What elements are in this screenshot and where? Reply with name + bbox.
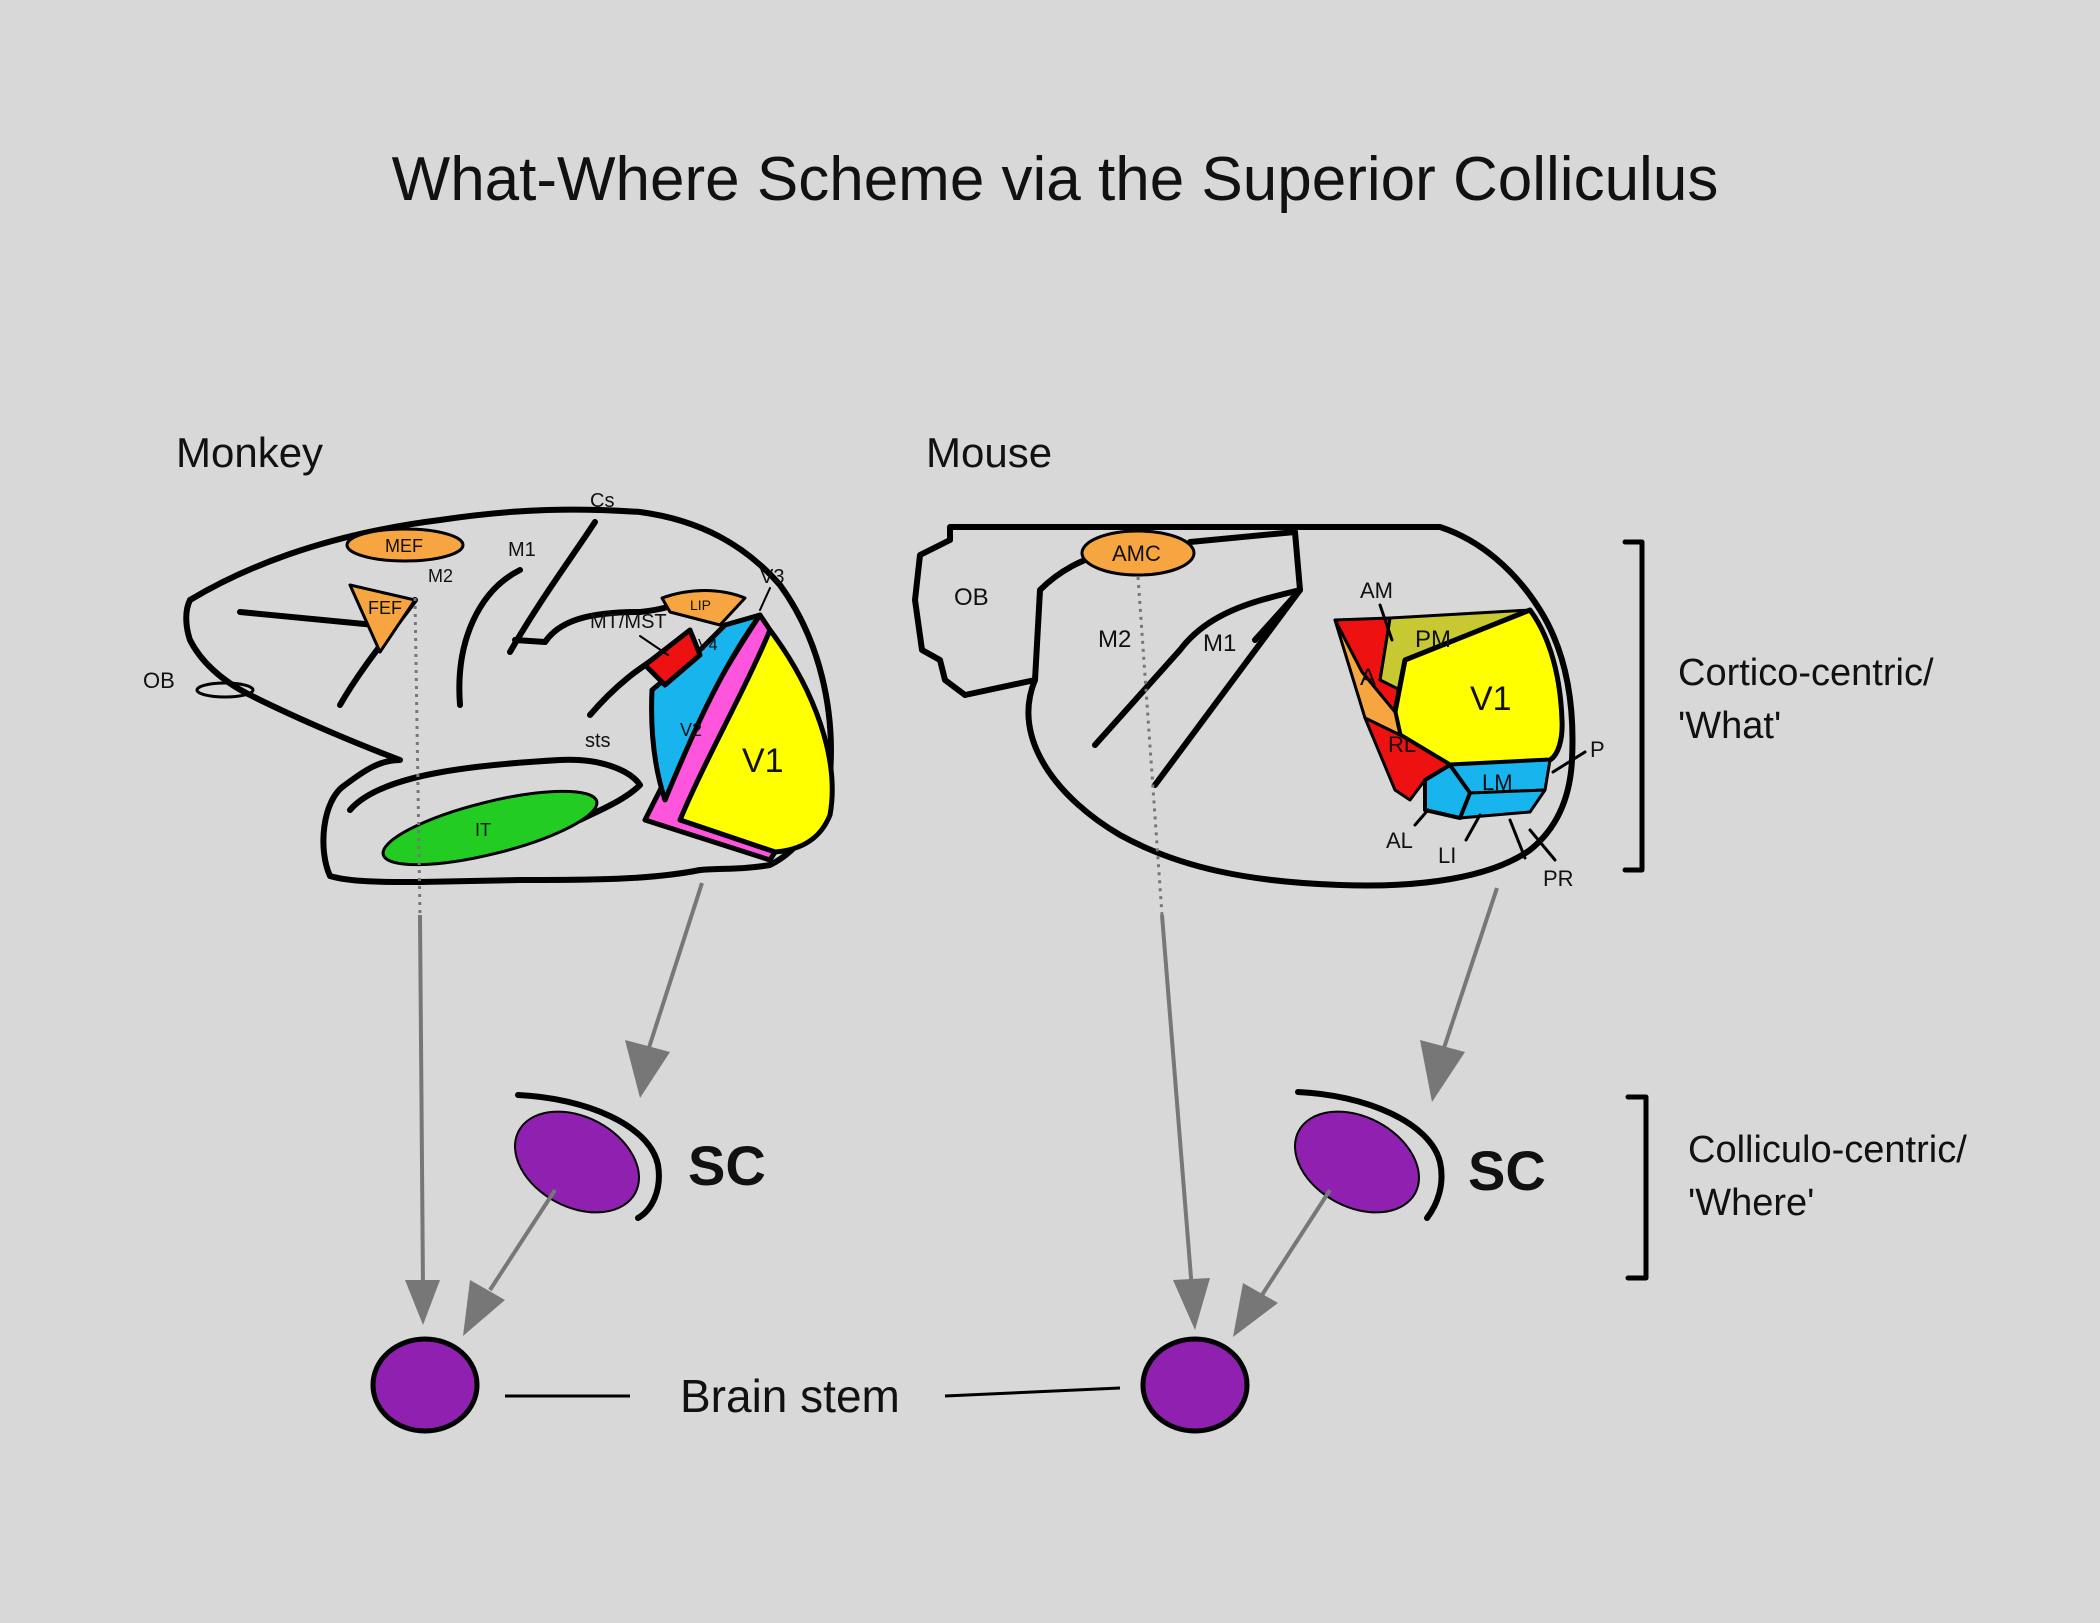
mouse-area-rl: RL	[1388, 732, 1416, 757]
monkey-sc-body	[514, 1110, 640, 1214]
monkey-lip-region	[660, 589, 747, 627]
mouse-brainstem	[1140, 1336, 1250, 1434]
cortico-label-line2: 'What'	[1678, 705, 1781, 747]
monkey-mt-region	[642, 627, 703, 688]
brainstem-label: Brain stem	[680, 1370, 900, 1422]
mouse-area-lm: LM	[1482, 770, 1513, 795]
mouse-area-li: LI	[1438, 843, 1456, 868]
monkey-it-region	[381, 789, 599, 867]
mouse-area-pm: PM	[1415, 626, 1451, 653]
monkey-mef-region	[345, 527, 465, 563]
monkey-area-v3: V3	[760, 566, 784, 588]
monkey-sc-outer	[515, 1092, 662, 1221]
mouse-al-region	[1423, 763, 1472, 820]
mouse-a-region	[1333, 618, 1402, 737]
mouse-sc-body	[1294, 1110, 1420, 1214]
monkey-area-sts: sts	[585, 730, 611, 752]
monkey-label: Monkey	[176, 429, 323, 476]
monkey-area-v4: V4	[698, 637, 718, 654]
monkey-area-mt-mst: MT/MST	[590, 611, 667, 633]
colliculo-label-line1: Colliculo-centric/	[1688, 1129, 1967, 1171]
mouse-area-v1: V1	[1470, 680, 1512, 718]
monkey-area-cs: Cs	[590, 490, 614, 512]
diagram-title: What-Where Scheme via the Superior Colli…	[392, 145, 1719, 214]
mouse-area-p: P	[1590, 737, 1605, 762]
mouse-sc-outer	[1295, 1089, 1445, 1221]
mouse-area-a: A	[1360, 664, 1376, 691]
monkey-ob-shape	[195, 681, 255, 699]
monkey-area-ob: OB	[143, 668, 175, 693]
monkey-brain	[183, 506, 835, 885]
mouse-area-am: AM	[1360, 578, 1393, 603]
colliculo-bracket	[1625, 1094, 1649, 1281]
monkey-area-m2: M2	[428, 566, 453, 586]
mouse-area-ob: OB	[954, 584, 989, 611]
mouse-amc-region	[1080, 529, 1196, 577]
monkey-area-m1: M1	[508, 539, 536, 561]
mouse-arrowhead-sc	[1420, 1040, 1465, 1102]
monkey-brainstem	[370, 1336, 480, 1434]
colliculo-label-line2: 'Where'	[1688, 1182, 1814, 1224]
monkey-arrowhead-sc-stem	[463, 1280, 505, 1336]
monkey-v4-region	[649, 612, 763, 803]
cortico-bracket	[1622, 539, 1645, 873]
mouse-brain-outline	[912, 524, 1576, 889]
monkey-area-fef: FEF	[368, 598, 402, 618]
mouse-arrowhead-stem	[1173, 1278, 1210, 1330]
monkey-arrowhead-stem	[405, 1280, 440, 1325]
monkey-area-mef: MEF	[385, 536, 423, 556]
monkey-brain-outline	[183, 506, 834, 885]
mouse-label: Mouse	[926, 429, 1052, 476]
cortico-label-line1: Cortico-centric/	[1678, 652, 1934, 694]
mouse-area-m2: M2	[1098, 626, 1131, 653]
monkey-sc-label: SC	[688, 1134, 766, 1197]
monkey-area-lip: LIP	[690, 597, 711, 613]
mouse-sc-label: SC	[1468, 1139, 1546, 1202]
mouse-area-al: AL	[1386, 828, 1413, 853]
monkey-fef-region	[348, 583, 417, 654]
mouse-area-pr: PR	[1543, 866, 1574, 891]
mouse-area-amc: AMC	[1112, 541, 1161, 566]
monkey-area-it: IT	[475, 820, 491, 840]
monkey-arrowhead-sc	[625, 1040, 670, 1098]
mouse-arrowhead-sc-stem	[1233, 1283, 1278, 1337]
monkey-area-v2: V2	[680, 720, 702, 740]
monkey-area-v1: V1	[742, 742, 784, 780]
mouse-area-m1: M1	[1203, 630, 1236, 657]
mouse-brain	[912, 524, 1576, 889]
